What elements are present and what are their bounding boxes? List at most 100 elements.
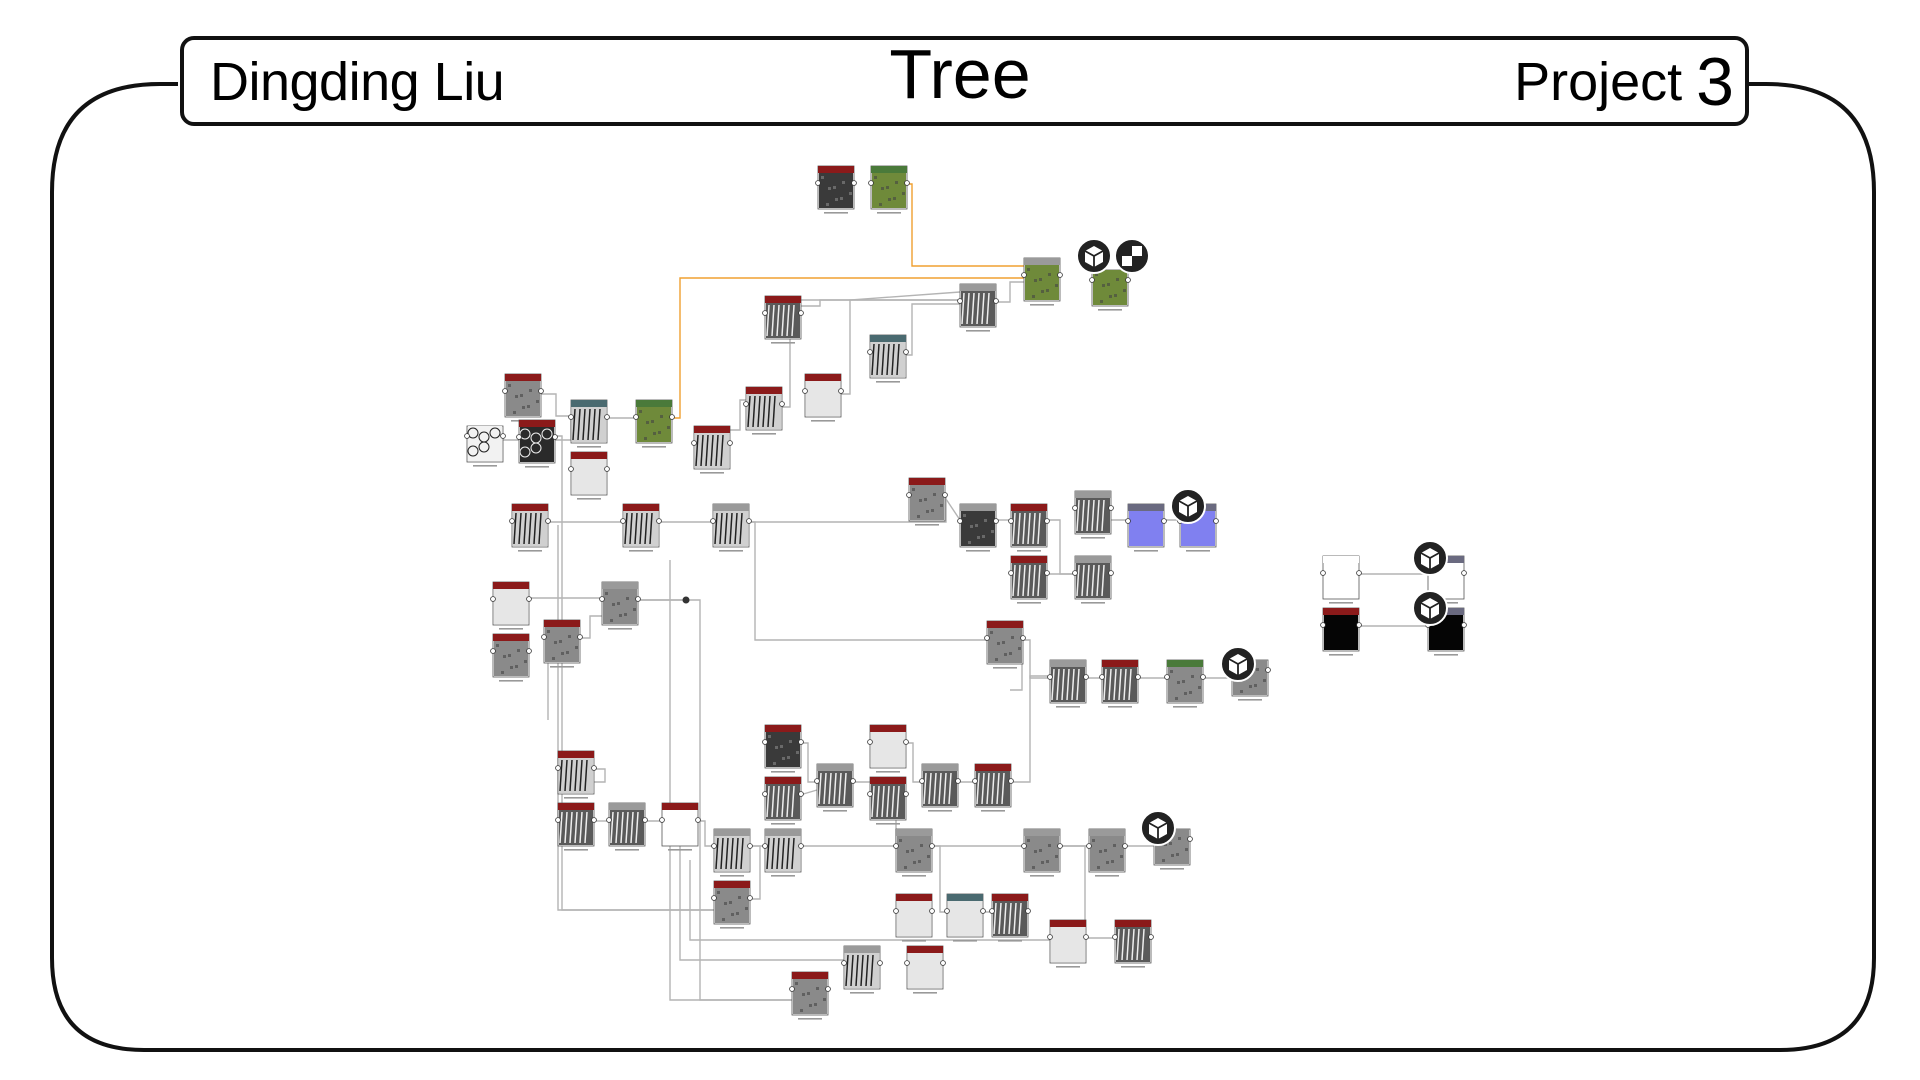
graph-node[interactable] [841,945,883,994]
input-socket[interactable] [984,635,990,641]
input-socket[interactable] [906,492,912,498]
input-socket[interactable] [867,791,873,797]
graph-node[interactable] [743,386,785,435]
output-socket[interactable] [798,310,804,316]
output-socket[interactable] [1461,570,1467,576]
input-socket[interactable] [743,401,749,407]
graph-node[interactable] [957,283,999,332]
output-socket[interactable] [1200,674,1206,680]
graph-node[interactable] [867,776,909,825]
graph-node[interactable] [1112,919,1154,968]
output-socket[interactable] [1356,622,1362,628]
output-socket[interactable] [1057,843,1063,849]
input-socket[interactable] [957,518,963,524]
output-socket[interactable] [903,791,909,797]
output-socket[interactable] [1213,518,1219,524]
output-socket[interactable] [1187,836,1193,842]
graph-node[interactable] [490,633,532,682]
graph-node[interactable] [606,802,648,851]
output-socket[interactable] [798,791,804,797]
graph-node[interactable] [711,828,753,877]
input-socket[interactable] [868,180,874,186]
input-socket[interactable] [1047,674,1053,680]
output-socket[interactable] [838,388,844,394]
graph-node[interactable] [1320,607,1362,656]
input-socket[interactable] [606,817,612,823]
graph-node[interactable] [957,503,999,552]
input-socket[interactable] [815,180,821,186]
input-socket[interactable] [1008,570,1014,576]
3d-view-icon[interactable] [1076,238,1112,274]
input-socket[interactable] [659,817,665,823]
input-socket[interactable] [802,388,808,394]
output-socket[interactable] [500,433,506,439]
input-socket[interactable] [919,778,925,784]
graph-node[interactable] [464,425,506,467]
graph-node[interactable] [972,763,1014,812]
output-socket[interactable] [1161,518,1167,524]
output-socket[interactable] [1044,570,1050,576]
input-socket[interactable] [867,739,873,745]
input-socket[interactable] [711,843,717,849]
graph-node[interactable] [541,619,583,668]
input-socket[interactable] [711,895,717,901]
graph-node[interactable] [555,750,597,799]
output-socket[interactable] [695,817,701,823]
graph-node[interactable] [1021,257,1063,306]
3d-view-icon[interactable] [1170,488,1206,524]
output-socket[interactable] [669,414,675,420]
input-socket[interactable] [789,986,795,992]
input-socket[interactable] [841,960,847,966]
graph-node[interactable] [944,893,986,942]
3d-view-icon[interactable] [1412,540,1448,576]
output-socket[interactable] [903,349,909,355]
graph-node[interactable] [802,373,844,422]
output-socket[interactable] [747,895,753,901]
graph-node[interactable] [919,763,961,812]
input-socket[interactable] [541,634,547,640]
graph-node[interactable] [1047,919,1089,968]
output-socket[interactable] [955,778,961,784]
graph-node[interactable] [555,802,597,851]
output-socket[interactable] [825,986,831,992]
input-socket[interactable] [989,908,995,914]
graph-node[interactable] [904,945,946,994]
output-socket[interactable] [929,908,935,914]
graph-node[interactable] [509,503,551,552]
graph-node[interactable] [633,399,675,448]
graph-node[interactable] [893,828,935,877]
graph-node[interactable] [1047,659,1089,708]
input-socket[interactable] [762,843,768,849]
graph-node[interactable] [867,334,909,383]
input-socket[interactable] [1320,622,1326,628]
output-socket[interactable] [779,401,785,407]
output-socket[interactable] [1057,272,1063,278]
output-socket[interactable] [635,596,641,602]
graph-node[interactable] [691,425,733,474]
output-socket[interactable] [798,843,804,849]
input-socket[interactable] [516,434,522,440]
graph-node[interactable] [989,893,1031,942]
input-socket[interactable] [1089,277,1095,283]
graph-node[interactable] [711,880,753,929]
graph-node[interactable] [867,724,909,773]
output-socket[interactable] [552,434,558,440]
output-socket[interactable] [591,817,597,823]
input-socket[interactable] [490,648,496,654]
graph-node[interactable] [1125,503,1167,552]
input-socket[interactable] [555,765,561,771]
output-socket[interactable] [1008,778,1014,784]
output-socket[interactable] [903,739,909,745]
graph-node[interactable] [1008,503,1050,552]
input-socket[interactable] [1099,674,1105,680]
output-socket[interactable] [798,739,804,745]
output-socket[interactable] [877,960,883,966]
graph-node[interactable] [710,503,752,552]
3d-view-icon[interactable] [1140,810,1176,846]
graph-node[interactable] [815,165,857,214]
output-socket[interactable] [1265,667,1271,673]
graph-node[interactable] [1008,555,1050,604]
output-socket[interactable] [850,778,856,784]
input-socket[interactable] [710,518,716,524]
graph-node[interactable] [502,373,544,422]
